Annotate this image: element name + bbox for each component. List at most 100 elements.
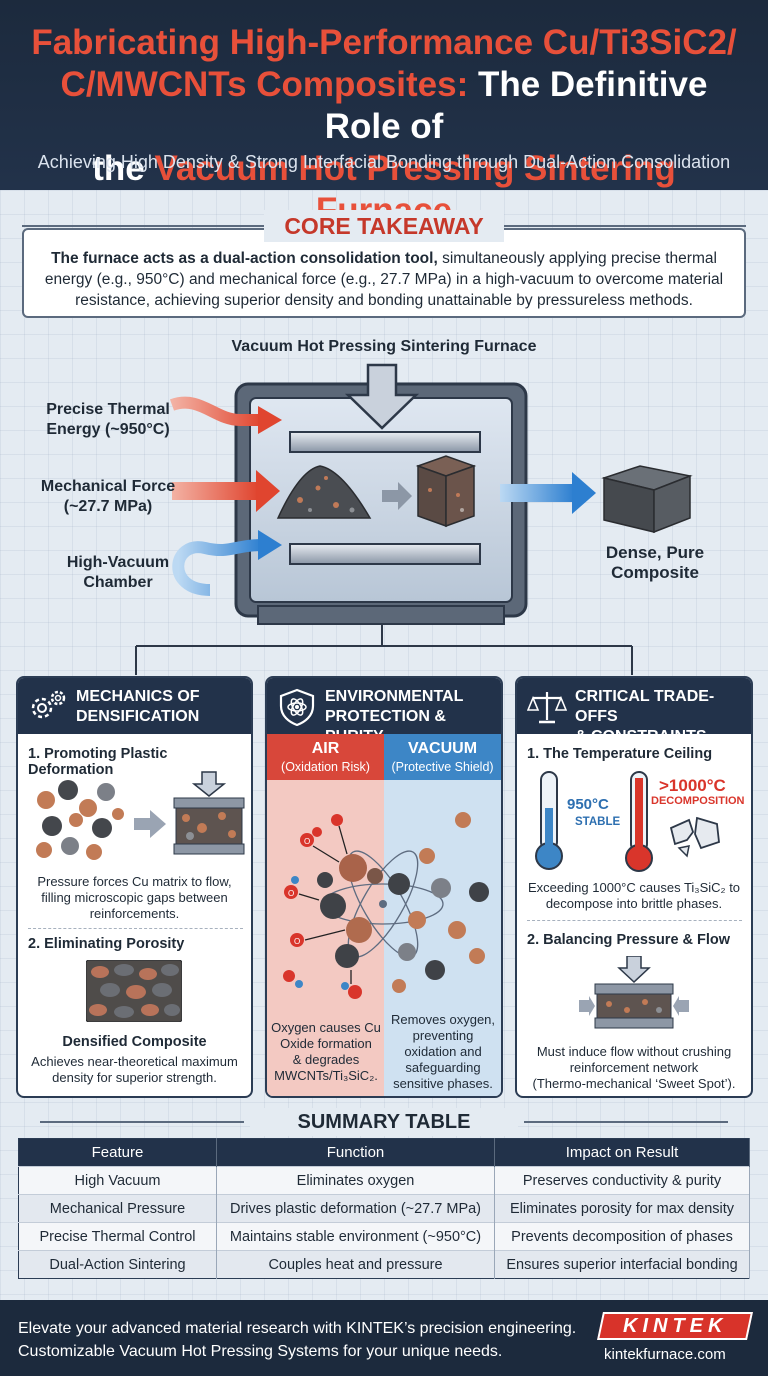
pressure-flow-illustration <box>579 956 689 1029</box>
table-row: Mechanical Pressure Drives plastic defor… <box>18 1194 750 1223</box>
footer-banner: Elevate your advanced material research … <box>0 1300 768 1376</box>
oxidation-vs-vacuum-illustration: O O O <box>283 812 489 999</box>
label-vacuum: High-Vacuum Chamber <box>66 554 170 591</box>
oxygen-icon <box>283 814 362 999</box>
panel-mechanics-title: MECHANICS OF DENSIFICATION <box>76 688 200 725</box>
kintek-logo[interactable]: KINTEK <box>597 1312 753 1340</box>
mechanics-sec2-caption: Densified Composite <box>62 1034 207 1050</box>
furnace-title: Vacuum Hot Pressing Sintering Furnace <box>231 338 537 355</box>
title-part-5: Vacuum Hot Pressing Sintering Furnace <box>154 149 676 230</box>
title-part-1: Fabricating High-Performance Cu/Ti3SiC2/ <box>31 23 737 62</box>
panel-tradeoffs-title: CRITICAL TRADE-OFFS & CONSTRAINTS <box>575 688 715 745</box>
table-cell: Preserves conductivity & purity <box>494 1166 750 1195</box>
table-header-feature: Feature <box>18 1138 217 1167</box>
table-row: High Vacuum Eliminates oxygen Preserves … <box>18 1166 750 1195</box>
page-title: Fabricating High-Performance Cu/Ti3SiC2/… <box>20 22 748 232</box>
title-rule <box>524 1121 728 1123</box>
core-takeaway-box: The furnace acts as a dual-action consol… <box>22 228 746 318</box>
panel-tradeoffs: CRITICAL TRADE-OFFS & CONSTRAINTS 1. The… <box>515 676 753 1098</box>
table-cell: Prevents decomposition of phases <box>494 1222 750 1251</box>
title-part-2: C/MWCNTs Composites: <box>60 65 469 104</box>
table-cell: Ensures superior interfacial bonding <box>494 1250 750 1279</box>
title-rule <box>22 225 264 227</box>
table-cell: Mechanical Pressure <box>18 1194 217 1223</box>
svg-text:O: O <box>294 937 300 946</box>
svg-text:O: O <box>304 837 310 846</box>
limit-temp: >1000°C <box>659 776 726 795</box>
table-cell: High Vacuum <box>18 1166 217 1195</box>
composite-cube <box>445 464 475 528</box>
mechanics-sec1-text: Pressure forces Cu matrix to flow, filli… <box>37 874 232 921</box>
table-header-row: Feature Function Impact on Result <box>18 1138 750 1167</box>
tradeoffs-sec1-text: Exceeding 1000°C causes Ti₃SiC₂ to decom… <box>527 880 741 911</box>
svg-text:O: O <box>288 889 294 898</box>
label-force: Mechanical Force (~27.7 MPa) <box>40 478 176 515</box>
mechanics-sec2-title: 2. Eliminating Porosity <box>28 936 185 952</box>
divider <box>527 920 742 921</box>
table-cell: Precise Thermal Control <box>18 1222 217 1251</box>
tradeoffs-sec2-text: Must induce flow without crushing reinfo… <box>532 1044 736 1091</box>
air-header: AIR (Oxidation Risk) <box>267 734 384 780</box>
thermometer-hot-icon <box>625 771 653 872</box>
core-takeaway-body: simultaneously applying precise thermal … <box>44 250 724 309</box>
gears-icon <box>31 690 66 719</box>
title-rule <box>40 1121 244 1123</box>
table-cell: Couples heat and pressure <box>216 1250 495 1279</box>
title-part-3: The Definitive Role of <box>324 65 708 146</box>
mechanics-sec1-title: 1. Promoting Plastic Deformation <box>28 746 168 778</box>
stable-temp: 950°C <box>567 796 609 813</box>
furnace-diagram <box>135 363 693 675</box>
summary-title: SUMMARY TABLE <box>250 1108 518 1136</box>
table-header-impact: Impact on Result <box>494 1138 750 1167</box>
title-part-4: the <box>92 149 155 188</box>
tradeoffs-sec1-title: 1. The Temperature Ceiling <box>527 746 713 762</box>
limit-label: DECOMPOSITION <box>651 795 745 807</box>
vacuum-header: VACUUM (Protective Shield) <box>384 734 501 780</box>
air-text: Oxygen causes Cu Oxide formation & degra… <box>271 1020 381 1083</box>
panel-environment-header: ENVIRONMENTAL PROTECTION & PURITY <box>267 678 501 745</box>
panel-tradeoffs-header: CRITICAL TRADE-OFFS & CONSTRAINTS <box>517 678 751 745</box>
thermometer-stable-icon <box>535 771 563 870</box>
core-takeaway-text: The furnace acts as a dual-action consol… <box>40 248 728 311</box>
panel-mechanics: MECHANICS OF DENSIFICATION 1. Promoting … <box>16 676 253 1098</box>
panel-mechanics-header: MECHANICS OF DENSIFICATION <box>18 678 251 734</box>
panel-environment: ENVIRONMENTAL PROTECTION & PURITY AIR (O… <box>265 676 503 1098</box>
table-header-function: Function <box>216 1138 495 1167</box>
core-takeaway-bold: The furnace acts as a dual-action consol… <box>51 250 438 267</box>
bottom-press-plate <box>289 543 481 565</box>
densified-composite-illustration <box>86 960 182 1022</box>
label-output: Dense, Pure Composite <box>605 543 705 582</box>
table-cell: Drives plastic deformation (~27.7 MPa) <box>216 1194 495 1223</box>
page-subtitle: Achieving High Density & Strong Interfac… <box>37 152 731 172</box>
mechanics-sec2-text: Achieves near-theoretical maximum densit… <box>31 1054 238 1085</box>
summary-table: Feature Function Impact on Result High V… <box>18 1138 750 1279</box>
output-arrow-icon <box>500 484 574 502</box>
table-cell: Eliminates porosity for max density <box>494 1194 750 1223</box>
table-cell: Maintains stable environment (~950°C) <box>216 1222 495 1251</box>
table-cell: Eliminates oxygen <box>216 1166 495 1195</box>
broken-material-icon <box>669 816 720 858</box>
top-press-plate <box>289 431 481 453</box>
shield-atom-icon <box>279 688 315 726</box>
ram-arrow-icon <box>344 363 420 430</box>
dense-composite-block <box>653 474 691 534</box>
title-rule <box>504 225 746 227</box>
balance-scale-icon <box>527 692 567 724</box>
label-thermal: Precise Thermal Energy (~950°C) <box>46 401 170 438</box>
website-link[interactable]: kintekfurnace.com <box>604 1346 726 1363</box>
footer-text: Elevate your advanced material research … <box>18 1320 577 1360</box>
stable-label: STABLE <box>575 816 621 828</box>
divider <box>28 928 243 929</box>
header-banner: Fabricating High-Performance Cu/Ti3SiC2/… <box>0 0 768 230</box>
table-row: Precise Thermal Control Maintains stable… <box>18 1222 750 1251</box>
process-arrow-icon <box>382 482 412 510</box>
core-takeaway-title: CORE TAKEAWAY <box>264 210 504 242</box>
force-arrow-icon <box>172 482 258 500</box>
table-row: Dual-Action Sintering Couples heat and p… <box>18 1250 750 1279</box>
tradeoffs-sec2-title: 2. Balancing Pressure & Flow <box>527 932 731 948</box>
plastic-deformation-illustration <box>36 771 245 860</box>
vacuum-column <box>384 734 501 1096</box>
powder-pile <box>276 465 372 519</box>
thermal-arrow-icon <box>169 396 262 426</box>
vacuum-text: Removes oxygen, preventing oxidation and… <box>390 1012 496 1091</box>
